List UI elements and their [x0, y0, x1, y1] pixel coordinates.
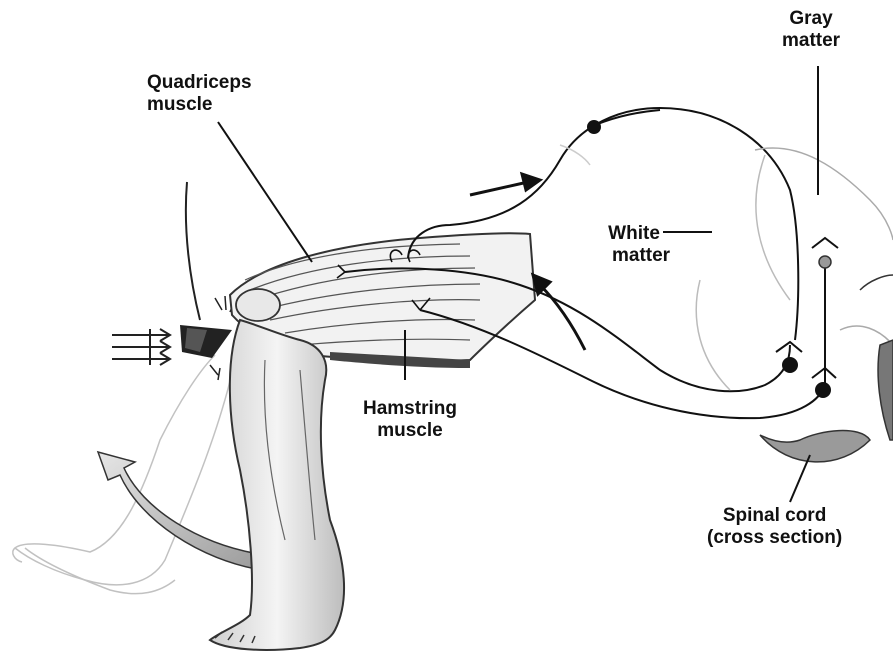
spinal-cord-leader	[790, 455, 810, 502]
motor-neuron-cell-body	[782, 357, 798, 373]
spinal-cord	[560, 145, 893, 462]
hamstring-motor-cell-body	[815, 382, 831, 398]
label-white-matter: White matter	[598, 223, 670, 267]
label-quadriceps-muscle: Quadriceps muscle	[147, 72, 252, 116]
label-hamstring-muscle: Hamstring muscle	[363, 398, 457, 442]
interneuron-cell-body	[819, 256, 831, 268]
label-gray-matter: Gray matter	[782, 8, 840, 52]
reflex-hammer	[180, 182, 232, 358]
tap-force-arrows	[112, 329, 170, 365]
dorsal-root-ganglion-cell	[587, 120, 601, 134]
lower-leg	[210, 320, 344, 650]
label-spinal-cord: Spinal cord (cross section)	[707, 505, 842, 549]
kneecap	[236, 289, 280, 321]
quadriceps-leader	[218, 122, 312, 262]
